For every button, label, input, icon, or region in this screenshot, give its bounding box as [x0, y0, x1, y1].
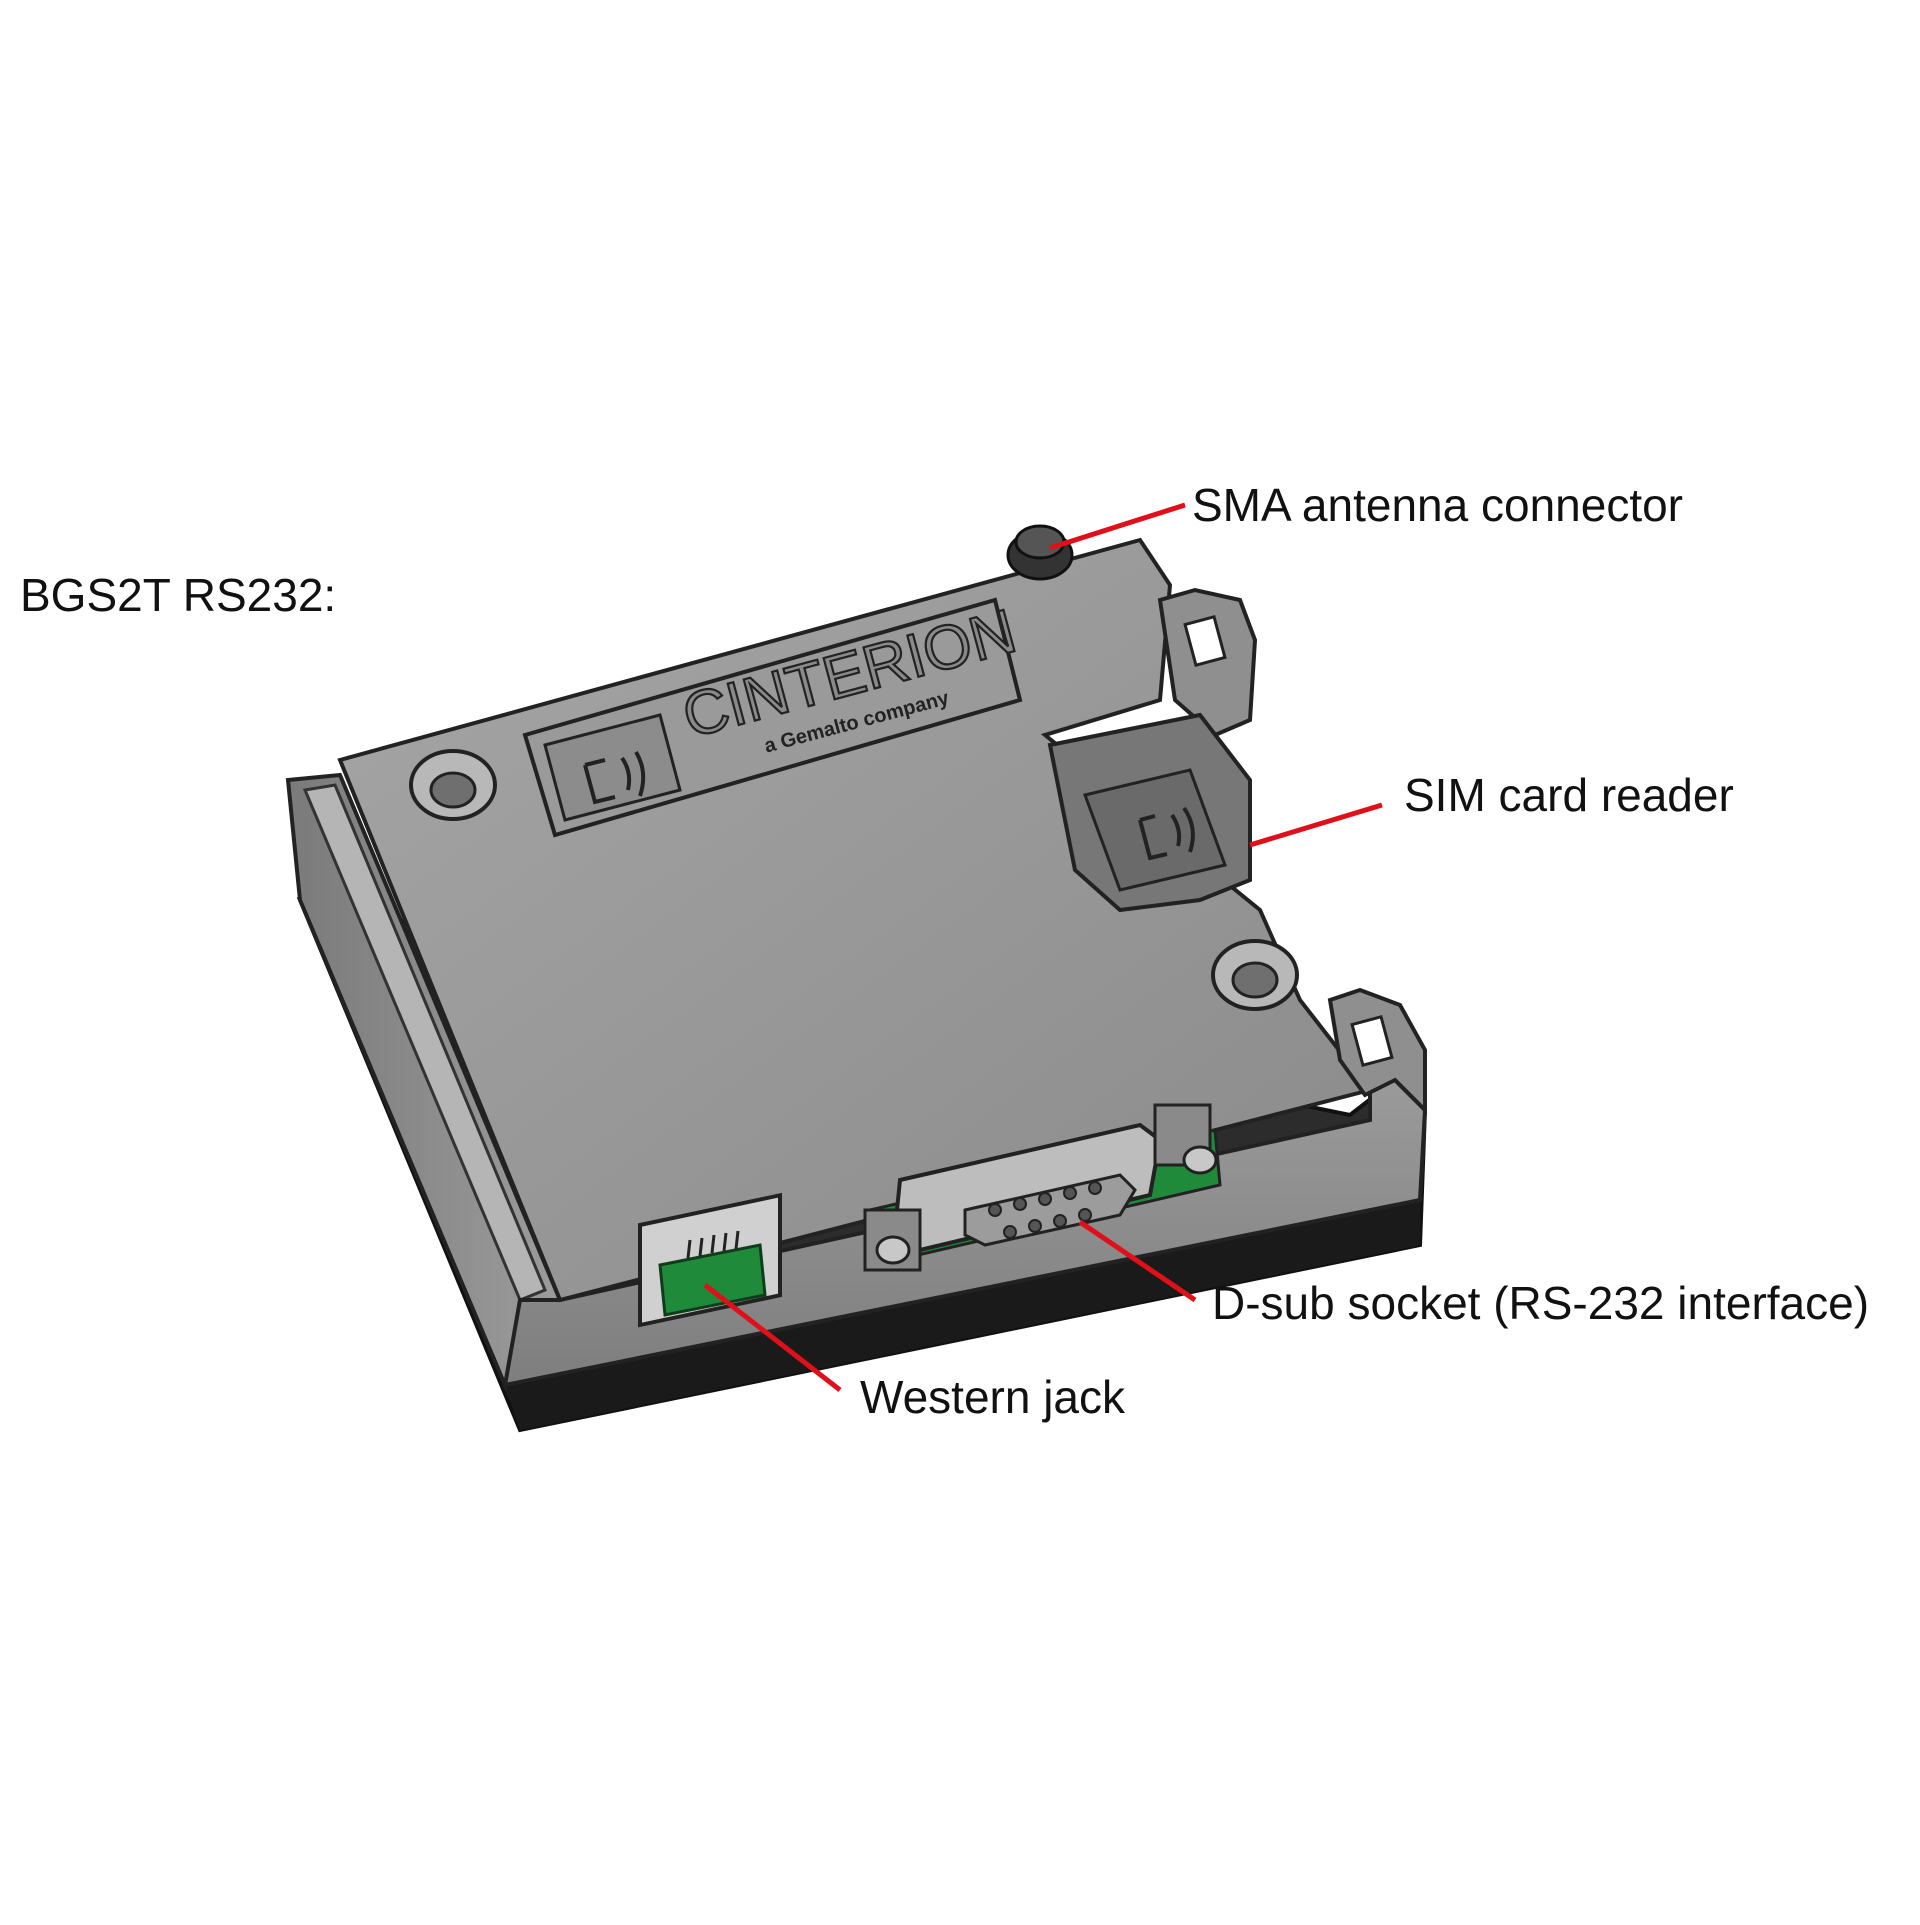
sma-antenna-connector: [1006, 524, 1074, 581]
dsub-screw-left: [863, 1208, 922, 1272]
dsub-screw-right: [1153, 1103, 1218, 1175]
figure-title: BGS2T RS232:: [20, 569, 337, 621]
callout-dsub-socket: D-sub socket (RS-232 interface): [1212, 1277, 1870, 1329]
callout-sim-card-reader: SIM card reader: [1404, 769, 1734, 821]
side-rail: [302, 783, 547, 1302]
mount-hole-top: [1183, 614, 1227, 668]
sim-logo-icon: [1083, 768, 1227, 892]
leader-sim: [1249, 802, 1383, 848]
leader-sma: [1049, 502, 1186, 551]
dsub-socket: [863, 1103, 1222, 1272]
housing-base-lip: [505, 1200, 1420, 1430]
leader-dsub: [1078, 1219, 1197, 1303]
mount-hole-bottom: [1350, 1014, 1394, 1068]
leader-western: [703, 1283, 842, 1392]
screw-hole-right: [1211, 939, 1299, 1011]
screw-hole-left: [409, 749, 497, 821]
western-jack: [638, 1192, 782, 1328]
callout-western-jack: Western jack: [860, 1371, 1126, 1423]
device-logo-icon: [543, 713, 682, 822]
callout-sma-antenna-connector: SMA antenna connector: [1192, 479, 1683, 531]
